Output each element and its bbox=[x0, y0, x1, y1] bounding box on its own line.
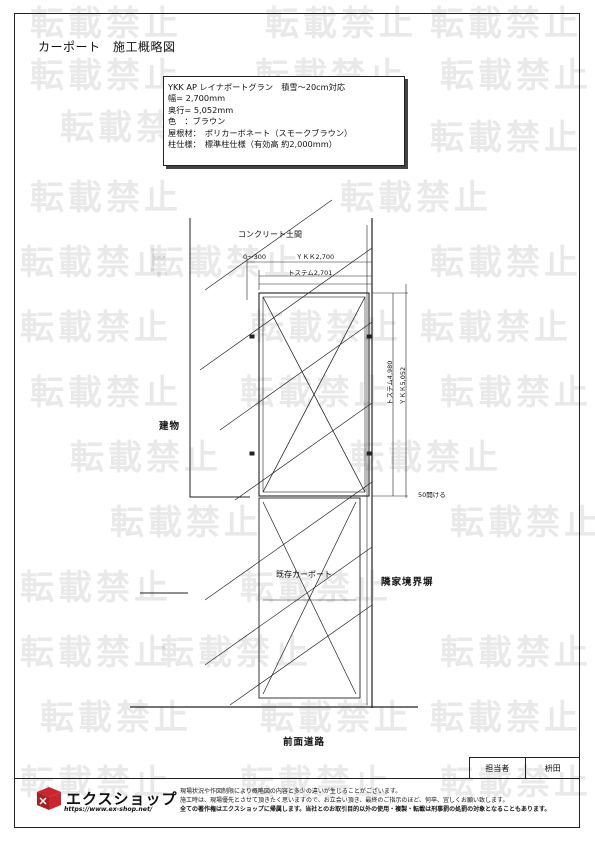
tanto-name: 枡田 bbox=[544, 763, 561, 773]
tostem-depth-label: トステム4,980 bbox=[386, 360, 394, 405]
spec-line: 色 ：ブラウン bbox=[168, 116, 226, 127]
company-url: https://www.ex-shop.net/ bbox=[64, 806, 153, 813]
front-road-label: 前面道路 bbox=[283, 737, 326, 748]
footer-divider bbox=[14, 778, 580, 779]
page-title: カーポート 施工概略図 bbox=[38, 40, 176, 54]
gap-label: 50開ける bbox=[418, 491, 446, 499]
offset-label: 0～300 bbox=[243, 253, 267, 261]
note-line: 施工時は、現場優先とさせて頂きたく思いますので、お立会い頂き、最終のご指示のほど… bbox=[180, 797, 509, 804]
footer-notes: 現場状況や作図制限により概略図の内容と多少の違いが生じることがございます。 施工… bbox=[180, 787, 550, 814]
spec-line: 屋根材： ポリカーボネート（スモークブラウン） bbox=[168, 127, 353, 138]
box-logo-icon bbox=[37, 787, 61, 810]
neighbor-wall-label: 隣家境界塀 bbox=[381, 577, 434, 588]
ykk-width-label: ＹＫＫ2,700 bbox=[296, 253, 335, 261]
building-label: 建物 bbox=[159, 421, 181, 432]
company-logo: エクスショップ bbox=[66, 790, 178, 808]
spec-line: 奥行= 5,052mm bbox=[168, 104, 234, 115]
building-outline bbox=[189, 218, 250, 498]
tostem-width-label: トステム2,701 bbox=[288, 269, 333, 277]
dimension-lines bbox=[246, 258, 408, 498]
tanto-label: 担当者 bbox=[470, 758, 526, 778]
ykk-depth-label: ＹＫＫ5,052 bbox=[399, 366, 407, 405]
spec-line: 幅= 2,700mm bbox=[168, 93, 226, 104]
concrete-hatch bbox=[199, 199, 373, 706]
note-line: 全ての著作権はエクスショップに帰属します。当社とのお取引目的以外の使用・複製・転… bbox=[180, 806, 551, 813]
existing-carport-label: 既存カーポート bbox=[276, 570, 332, 579]
note-line: 現場状況や作図制限により概略図の内容と多少の違いが生じることがございます。 bbox=[180, 788, 402, 795]
person-in-charge-box: 担当者 枡田 bbox=[469, 757, 580, 778]
spec-line: 柱仕様： 標準柱仕様（有効高 約2,000mm） bbox=[168, 139, 337, 150]
concrete-label: コンクリート土間 bbox=[238, 230, 302, 239]
existing-carport-outline bbox=[258, 497, 361, 699]
new-carport-outline bbox=[258, 292, 370, 497]
spec-box: YKK AP レイナポートグラン 積雪～20cm対応 幅= 2,700mm 奥行… bbox=[163, 76, 405, 166]
drawing-frame bbox=[14, 13, 580, 828]
spec-line: YKK AP レイナポートグラン 積雪～20cm対応 bbox=[168, 82, 346, 92]
